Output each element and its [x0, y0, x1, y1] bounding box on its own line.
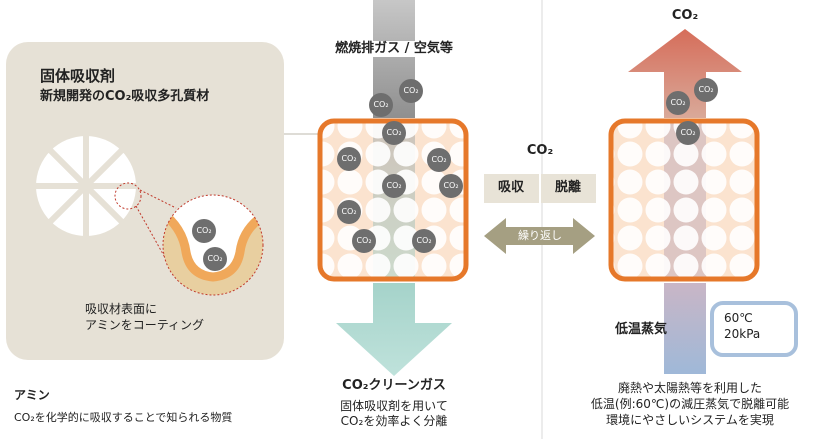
steam-condition-box: [710, 301, 798, 357]
amine-title: アミン: [14, 388, 50, 402]
co2-molecule-icon: CO₂: [382, 121, 406, 145]
cycle-co2-label: CO₂: [526, 143, 554, 158]
co2-molecule-icon: CO₂: [382, 174, 406, 198]
co2-molecule-icon: CO₂: [399, 79, 423, 103]
clean-gas-title: CO₂クリーンガス: [342, 378, 446, 393]
pore-zoom-view: [162, 194, 264, 296]
desorber-pores: [611, 121, 757, 279]
co2-molecule-icon: CO₂: [337, 147, 361, 171]
desorption-desc-line2: 低温(例:60℃)の減圧蒸気で脱離可能: [590, 397, 790, 411]
steam-temperature: 60℃: [724, 311, 753, 325]
coating-note-line2: アミンをコーティング: [85, 318, 205, 332]
co2-molecule-icon: CO₂: [369, 93, 393, 117]
desorb-label-box: [541, 174, 596, 203]
clean-gas-desc-line1: 固体吸収剤を用いて: [340, 399, 448, 413]
coating-note-line1: 吸収材表面に: [85, 302, 158, 316]
repeat-double-arrow: [484, 218, 595, 254]
desorption-desc-line3: 環境にやさしいシステムを実現: [606, 413, 774, 427]
zoom-source-marker: [114, 182, 142, 210]
sorbent-subtitle: 新規開発のCO₂吸収多孔質材: [40, 89, 210, 104]
co2-molecule-icon: CO₂: [666, 91, 690, 115]
co2-molecule-icon: CO₂: [694, 78, 718, 102]
co2-molecule-icon: CO₂: [192, 219, 216, 243]
clean-gas-outflow-arrow: [336, 283, 452, 376]
clean-gas-desc-line2: CO₂を効率よく分離: [340, 414, 448, 428]
steam-label: 低温蒸気: [615, 322, 668, 337]
desorb-label: 脱離: [554, 180, 582, 195]
desorption-desc-line1: 廃熱や太陽熱等を利用した: [617, 381, 763, 395]
co2-molecule-icon: CO₂: [676, 121, 700, 145]
porous-particle-icon: [31, 131, 141, 241]
co2-molecule-icon: CO₂: [203, 247, 227, 271]
steam-inflow-arrow: [664, 283, 706, 374]
repeat-label: 繰り返し: [518, 229, 562, 242]
co2-molecule-icon: CO₂: [439, 174, 463, 198]
absorb-label: 吸収: [497, 180, 525, 195]
co2-molecule-icon: CO₂: [427, 148, 451, 172]
co2-molecule-icon: CO₂: [337, 200, 361, 224]
zoom-guide-line: [139, 189, 177, 209]
co2-molecule-icon: CO₂: [412, 229, 436, 253]
sorbent-title: 固体吸収剤: [40, 67, 116, 85]
flue-gas-label: 燃焼排ガス / 空気等: [333, 41, 455, 57]
steam-pressure: 20kPa: [724, 327, 761, 341]
co2-output-label: CO₂: [671, 8, 699, 23]
co2-molecule-icon: CO₂: [352, 229, 376, 253]
absorb-label-box: [484, 174, 539, 203]
co2-outflow-arrow: [628, 29, 742, 118]
amine-description: CO₂を化学的に吸収することで知られる物質: [14, 411, 233, 424]
